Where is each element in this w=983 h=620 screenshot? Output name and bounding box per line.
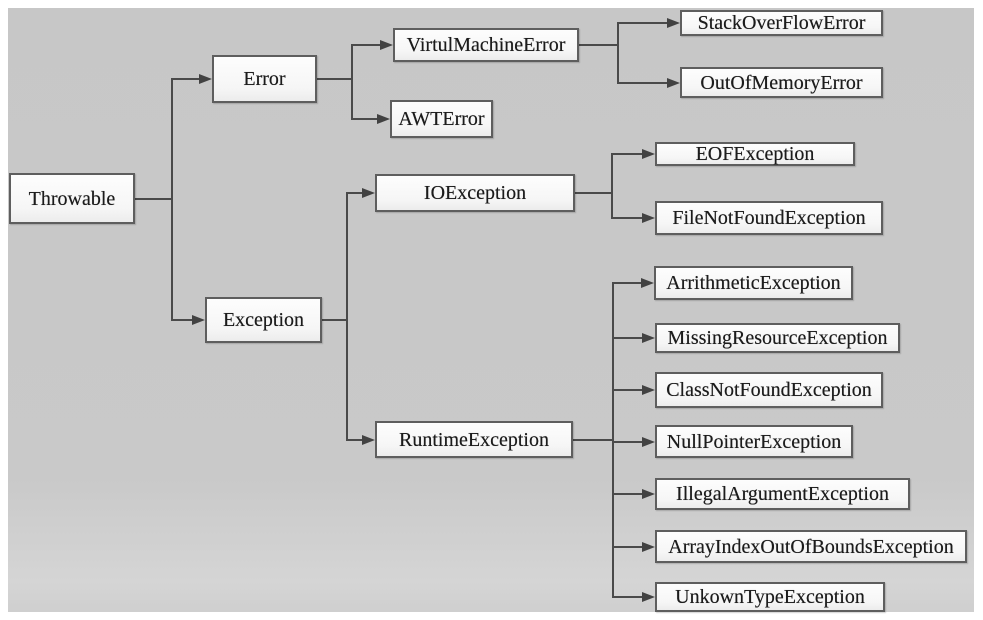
arrowhead-icon [192, 315, 205, 325]
node-stackoverflowerror: StackOverFlowError [680, 10, 883, 36]
connector-trunk [351, 45, 353, 79]
connector-child-stub [351, 44, 383, 46]
node-runtimeexception: RuntimeException [375, 421, 573, 458]
connector-trunk [346, 193, 348, 320]
connector-child-stub [617, 22, 670, 24]
node-illegalargumentexception: IllegalArgumentException [655, 478, 910, 510]
connector-child-stub [612, 389, 645, 391]
diagram-background [8, 8, 974, 612]
node-eofexception: EOFException [655, 142, 855, 166]
arrowhead-icon [641, 278, 654, 288]
node-virtulmachineerror: VirtulMachineError [393, 28, 579, 62]
connector-child-stub [612, 546, 645, 548]
node-classnotfoundexception: ClassNotFoundException [655, 372, 883, 408]
connector-parent-stub [573, 439, 614, 441]
node-outofmemoryerror: OutOfMemoryError [680, 67, 883, 98]
arrowhead-icon [362, 188, 375, 198]
node-awterror: AWTError [390, 100, 493, 138]
connector-trunk [617, 23, 619, 45]
connector-trunk [617, 45, 619, 83]
node-arrayindexoutofboundsexception: ArrayIndexOutOfBoundsException [655, 530, 967, 563]
arrowhead-icon [642, 213, 655, 223]
connector-child-stub [171, 319, 195, 321]
node-arrithmeticexception: ArrithmeticException [654, 266, 853, 300]
node-exception: Exception [205, 297, 322, 343]
connector-parent-stub [579, 44, 619, 46]
arrowhead-icon [380, 40, 393, 50]
connector-child-stub [617, 82, 670, 84]
connector-trunk [171, 199, 173, 320]
connector-child-stub [171, 78, 202, 80]
connector-parent-stub [575, 192, 613, 194]
arrowhead-icon [362, 435, 375, 445]
arrowhead-icon [667, 78, 680, 88]
connector-child-stub [611, 153, 645, 155]
node-nullpointerexception: NullPointerException [655, 425, 853, 458]
connector-child-stub [612, 337, 645, 339]
arrowhead-icon [642, 542, 655, 552]
node-missingresourceexception: MissingResourceException [655, 323, 900, 353]
connector-trunk [612, 440, 614, 597]
node-throwable: Throwable [9, 173, 135, 224]
connector-child-stub [611, 217, 645, 219]
connector-parent-stub [317, 78, 353, 80]
node-ioexception: IOException [375, 174, 575, 212]
node-filenotfoundexception: FileNotFoundException [655, 201, 883, 235]
arrowhead-icon [642, 592, 655, 602]
arrowhead-icon [642, 489, 655, 499]
arrowhead-icon [642, 333, 655, 343]
connector-child-stub [612, 493, 645, 495]
connector-parent-stub [322, 319, 348, 321]
connector-trunk [351, 79, 353, 119]
connector-child-stub [346, 192, 365, 194]
arrowhead-icon [199, 74, 212, 84]
arrowhead-icon [377, 114, 390, 124]
connector-trunk [171, 79, 173, 199]
arrowhead-icon [667, 18, 680, 28]
connector-child-stub [612, 282, 644, 284]
arrowhead-icon [642, 385, 655, 395]
connector-trunk [611, 193, 613, 218]
node-error: Error [212, 55, 317, 103]
connector-child-stub [612, 441, 645, 443]
connector-trunk [611, 154, 613, 193]
arrowhead-icon [642, 437, 655, 447]
connector-trunk [346, 320, 348, 440]
connector-child-stub [612, 596, 645, 598]
arrowhead-icon [642, 149, 655, 159]
connector-parent-stub [135, 198, 173, 200]
node-unkowntypeexception: UnkownTypeException [655, 582, 885, 612]
connector-child-stub [346, 439, 365, 441]
connector-child-stub [351, 118, 380, 120]
connector-trunk [612, 390, 614, 440]
